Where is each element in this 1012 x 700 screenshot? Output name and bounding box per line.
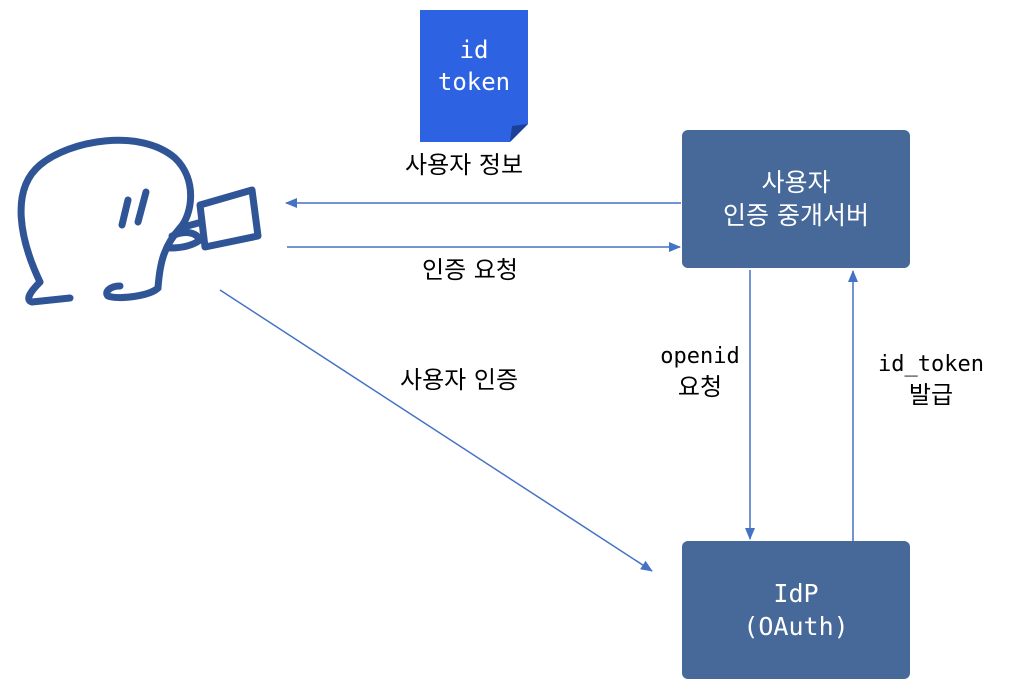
user-info-label: 사용자 정보: [405, 151, 524, 179]
idp-node-line-2: (OAuth): [743, 612, 849, 641]
document-line-2: token: [437, 68, 511, 96]
edge-user-auth-arrow: [219, 289, 653, 572]
user-with-laptop-sketch-icon: [17, 136, 262, 306]
idp-node-line-1: IdP: [773, 579, 819, 608]
id-token-issue-line-1: id_token: [878, 352, 984, 377]
id-token-issue-label: id_token 발급: [868, 350, 994, 410]
server-node-line-2: 인증 중개서버: [723, 201, 869, 230]
document-line-1: id: [459, 36, 489, 64]
auth-request-label: 인증 요청: [422, 256, 518, 284]
auth-broker-server-node: 사용자 인증 중개서버: [682, 130, 910, 268]
id-token-document-label: id token: [420, 34, 528, 98]
id-token-issue-line-2: 발급: [908, 381, 954, 409]
id-token-document-icon: [420, 10, 528, 142]
user-auth-label: 사용자 인증: [400, 366, 519, 394]
openid-request-line-1: openid: [660, 344, 740, 369]
server-node-line-1: 사용자: [761, 168, 831, 197]
openid-request-line-2: 요청: [677, 373, 723, 401]
openid-request-label: openid 요청: [650, 342, 750, 402]
idp-node: IdP (OAuth): [682, 541, 910, 679]
